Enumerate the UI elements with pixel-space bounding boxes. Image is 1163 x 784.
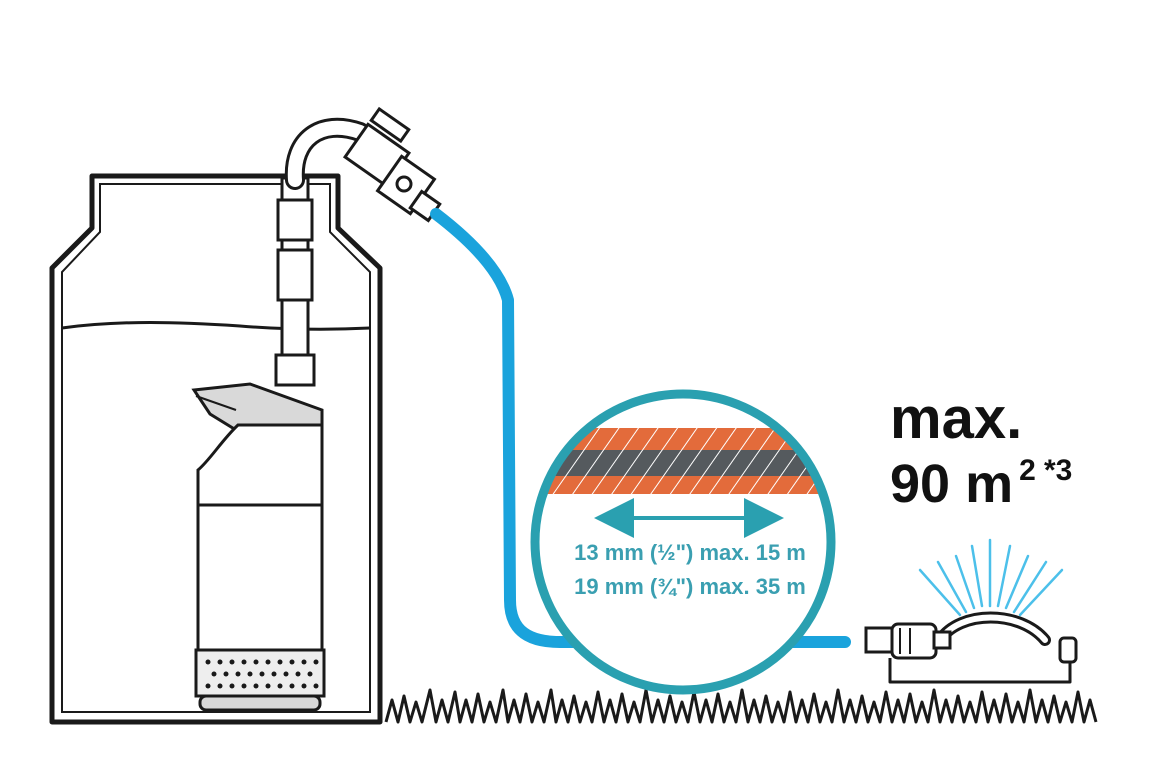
oscillating-sprinkler-icon bbox=[864, 538, 1078, 684]
footnote-marker: *3 bbox=[1044, 454, 1072, 487]
area-number: 90 m bbox=[890, 454, 1013, 514]
water-surface bbox=[61, 321, 371, 331]
max-label: max. bbox=[890, 386, 1022, 451]
area-exponent: 2 bbox=[1019, 454, 1036, 487]
hose-spec-row-1: 13 mm (½") max. 15 m bbox=[574, 540, 806, 565]
submersible-pump-icon bbox=[191, 176, 326, 712]
hose-detail-circle: 13 mm (½") max. 15 m 19 mm (¾") max. 35 … bbox=[530, 389, 836, 695]
hose-spec-row-2: 19 mm (¾") max. 35 m bbox=[574, 574, 806, 599]
grass-icon bbox=[384, 688, 1098, 724]
garden-hose-icon bbox=[430, 208, 851, 648]
